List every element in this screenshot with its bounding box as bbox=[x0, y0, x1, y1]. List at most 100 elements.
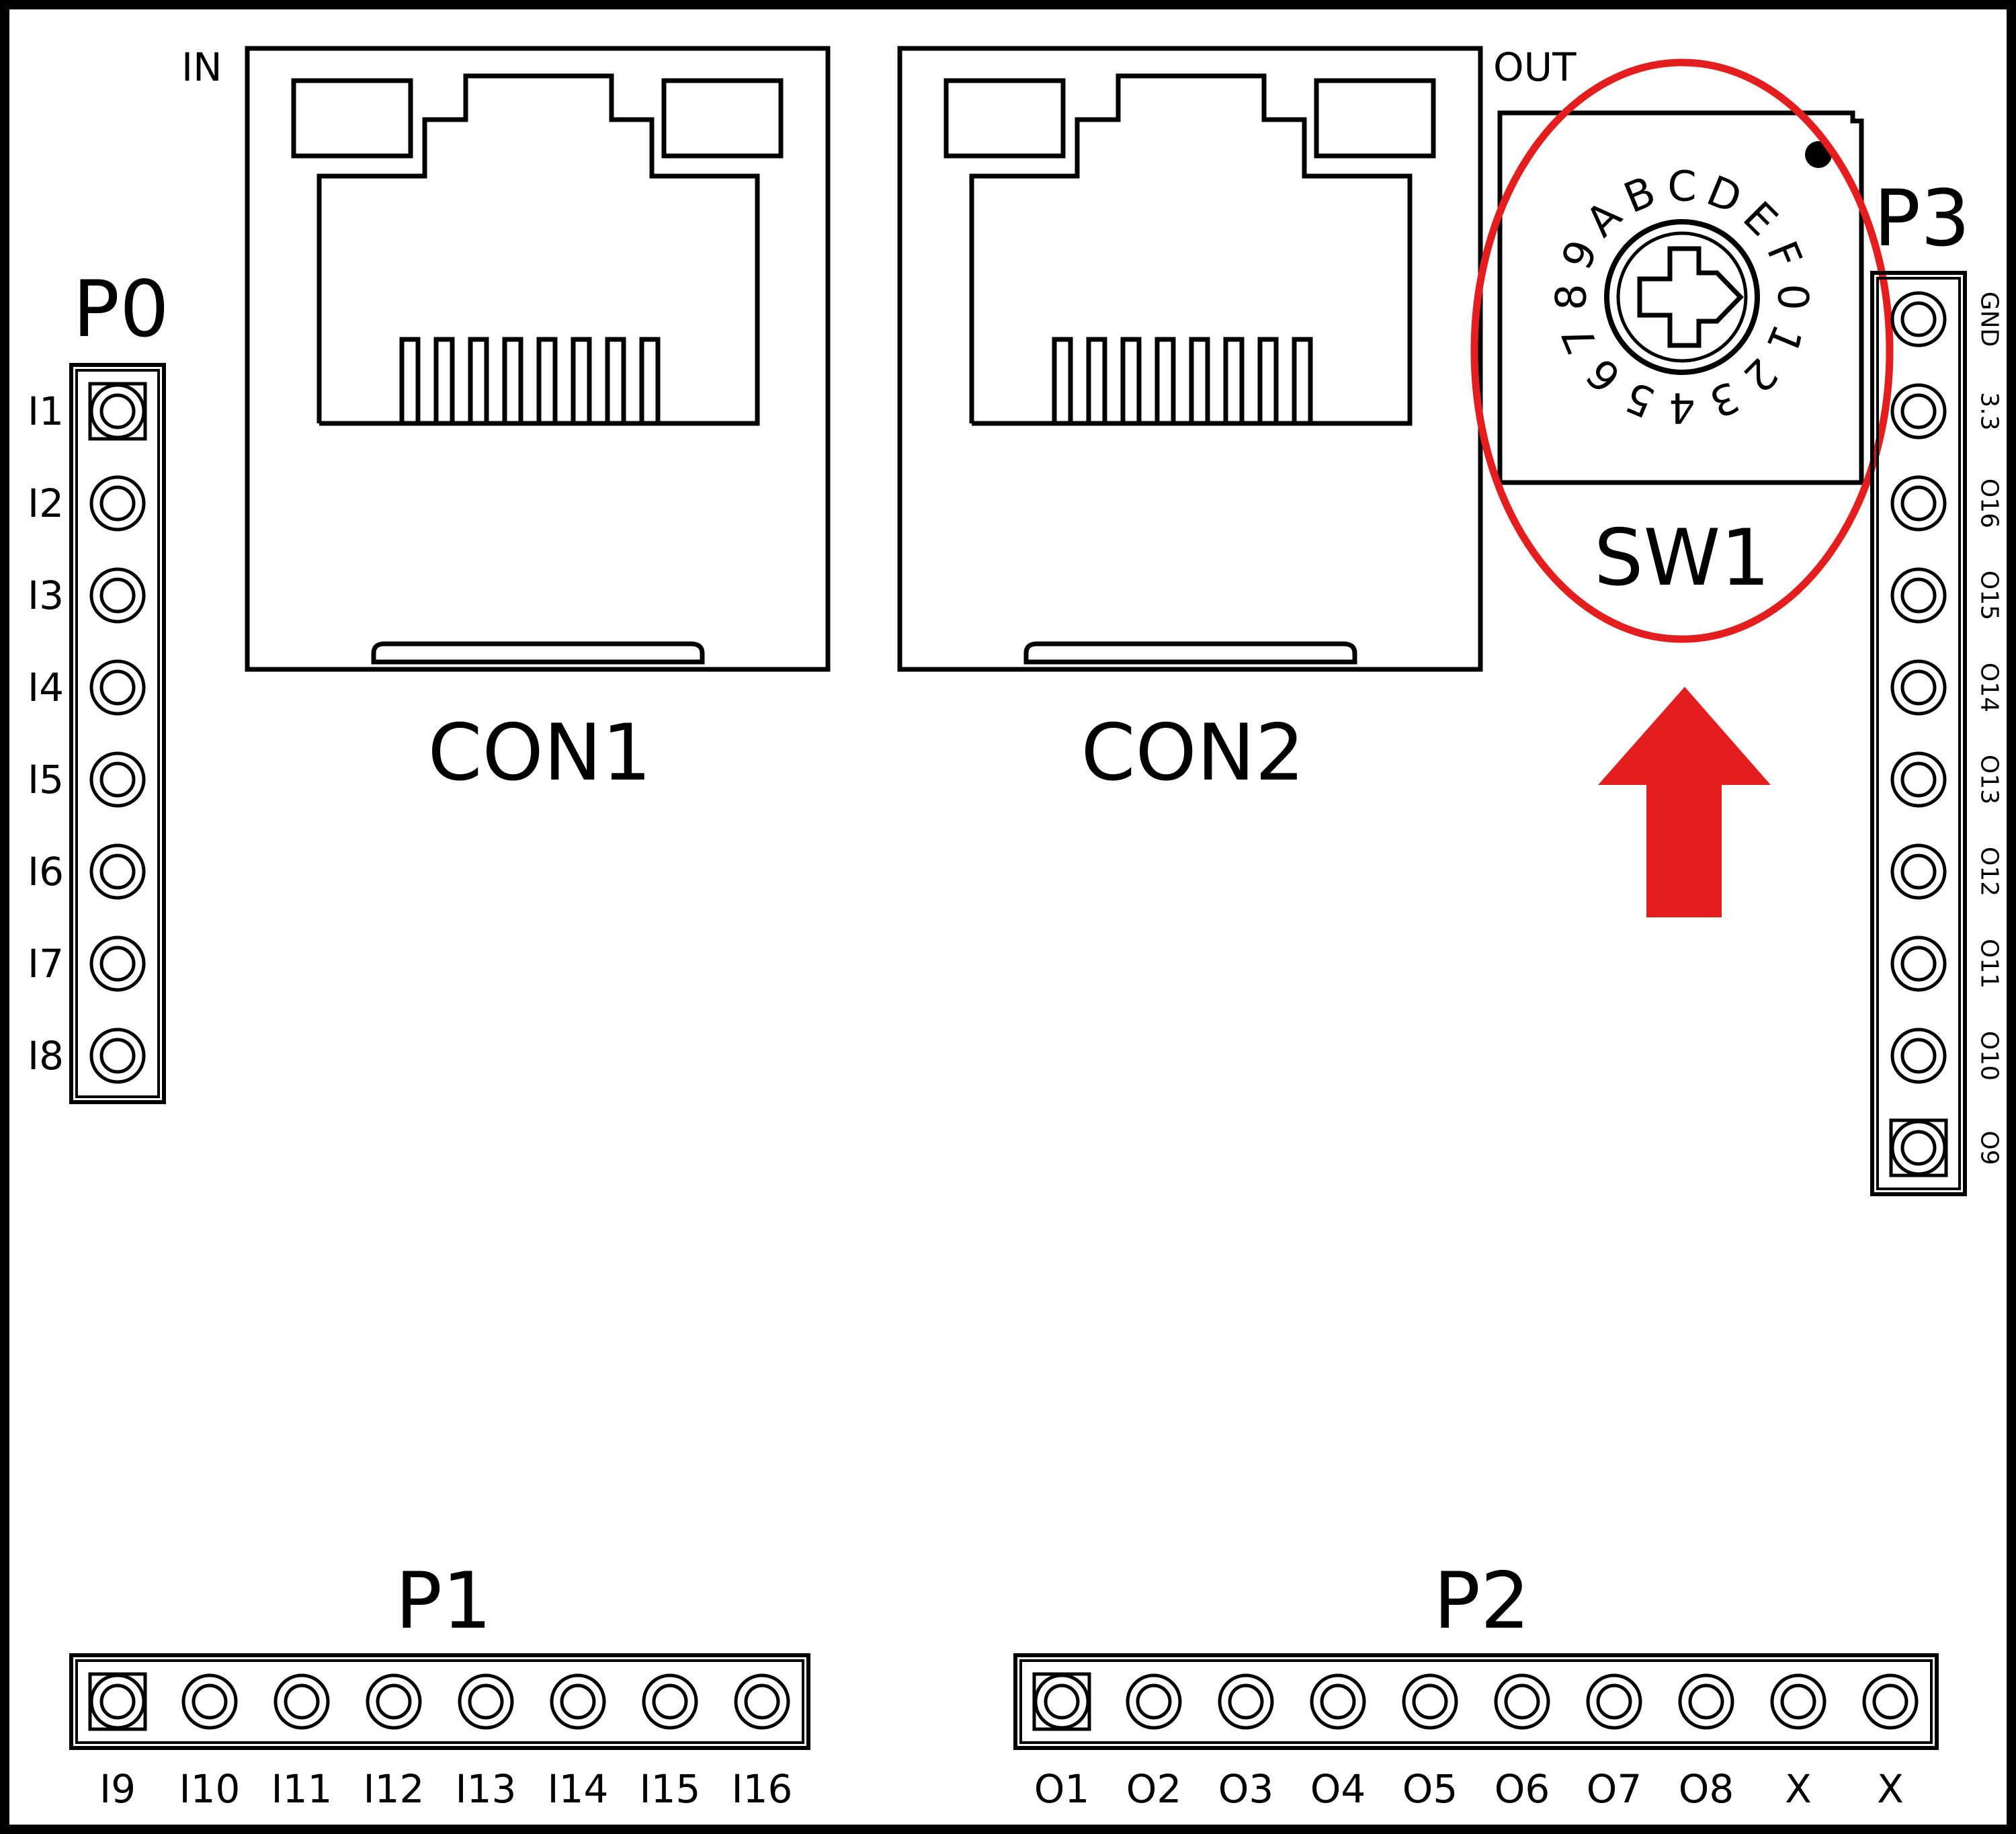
contact-pin bbox=[1257, 337, 1279, 423]
pin-label: I12 bbox=[364, 1766, 425, 1812]
pin-pad bbox=[274, 1673, 330, 1730]
pin-pad bbox=[1890, 843, 1947, 900]
highlight-ellipse bbox=[1470, 58, 1894, 643]
pin-label: 3.3 bbox=[1976, 392, 2003, 430]
contact-pin bbox=[502, 337, 523, 423]
header-body bbox=[69, 363, 166, 1104]
pin-hole bbox=[1900, 1130, 1937, 1166]
con2-connector bbox=[897, 46, 1483, 672]
contact-pin bbox=[1154, 337, 1176, 423]
pin-pad bbox=[89, 567, 146, 624]
header-body bbox=[1870, 271, 1967, 1196]
pin-hole bbox=[1688, 1683, 1724, 1720]
dial-char: 4 bbox=[1669, 384, 1695, 433]
contact-pin bbox=[433, 337, 455, 423]
pin-pad bbox=[89, 935, 146, 992]
con2-tag: OUT bbox=[1493, 44, 1577, 90]
pin-hole bbox=[560, 1683, 596, 1720]
pin-pad bbox=[1890, 1120, 1947, 1176]
pin-hole bbox=[99, 853, 136, 890]
pin-label: O6 bbox=[1495, 1766, 1550, 1812]
pin-hole bbox=[1320, 1683, 1356, 1720]
pin-pad bbox=[1890, 567, 1947, 624]
pin-pad bbox=[181, 1673, 238, 1730]
header-body bbox=[69, 1653, 810, 1750]
pin-pad bbox=[1218, 1673, 1274, 1730]
pin-hole bbox=[99, 577, 136, 614]
p0-label: P0 bbox=[73, 264, 169, 355]
dial-char: 8 bbox=[1547, 284, 1596, 310]
pin-hole bbox=[1900, 1038, 1937, 1074]
con1-tag: IN bbox=[181, 44, 222, 90]
pin-hole bbox=[1412, 1683, 1448, 1720]
p3-label: P3 bbox=[1874, 173, 1970, 264]
pin-hole bbox=[1900, 393, 1937, 429]
contact-pin bbox=[399, 337, 421, 423]
pin-pad bbox=[734, 1673, 790, 1730]
contact-pin bbox=[468, 337, 489, 423]
pin-pad bbox=[89, 843, 146, 900]
contact-pin bbox=[571, 337, 592, 423]
pin-hole bbox=[1044, 1683, 1080, 1720]
pin-hole bbox=[99, 485, 136, 522]
pin-label: I11 bbox=[271, 1766, 333, 1812]
contact-pin bbox=[639, 337, 661, 423]
pin-pad bbox=[1678, 1673, 1734, 1730]
sw1-label: SW1 bbox=[1594, 513, 1770, 603]
p2-label: P2 bbox=[1433, 1556, 1530, 1647]
pin-label: I2 bbox=[28, 481, 64, 526]
pin-label: O14 bbox=[1976, 663, 2003, 712]
pin-pad bbox=[89, 383, 146, 440]
pin-pad bbox=[458, 1673, 514, 1730]
pin-pad bbox=[1890, 383, 1947, 440]
pin-label: O3 bbox=[1218, 1766, 1274, 1812]
pin-hole bbox=[99, 669, 136, 706]
pin-label: O13 bbox=[1976, 755, 2003, 804]
pin-label: I14 bbox=[548, 1766, 609, 1812]
pin-label: O12 bbox=[1976, 847, 2003, 897]
pin-pad bbox=[89, 1673, 146, 1730]
con1-label: CON1 bbox=[428, 708, 652, 798]
pin-hole bbox=[1900, 669, 1937, 706]
contact-pin bbox=[536, 337, 558, 423]
contact-pin bbox=[605, 337, 626, 423]
pin-label: I1 bbox=[28, 388, 64, 434]
pin-hole bbox=[376, 1683, 412, 1720]
pin-hole bbox=[1900, 946, 1937, 982]
pin-hole bbox=[99, 393, 136, 429]
pin-pad bbox=[1310, 1673, 1366, 1730]
dial-char: C bbox=[1667, 162, 1696, 211]
pin-label: O4 bbox=[1310, 1766, 1366, 1812]
header-inner bbox=[1019, 1659, 1933, 1744]
pin-label: GND bbox=[1976, 292, 2003, 347]
contact-pin bbox=[1292, 337, 1313, 423]
pin-hole bbox=[1900, 853, 1937, 890]
pin-hole bbox=[1900, 577, 1937, 614]
pin-pad bbox=[1126, 1673, 1182, 1730]
pin-pad bbox=[1890, 659, 1947, 716]
contact-pin bbox=[1086, 337, 1107, 423]
dial-char: 0 bbox=[1769, 284, 1818, 310]
con2-label: CON2 bbox=[1081, 708, 1305, 798]
pin-label: X bbox=[1785, 1766, 1812, 1812]
pin-pad bbox=[89, 751, 146, 808]
pin-hole bbox=[99, 1683, 136, 1720]
pin-label: I10 bbox=[179, 1766, 241, 1812]
pin-label: I7 bbox=[28, 941, 64, 987]
con1-connector bbox=[245, 46, 831, 672]
pin-pad bbox=[1586, 1673, 1642, 1730]
pin-pad bbox=[1890, 475, 1947, 532]
pin-label: O15 bbox=[1976, 571, 2003, 620]
pin-hole bbox=[1900, 761, 1937, 798]
pin-label: O5 bbox=[1402, 1766, 1458, 1812]
pin-label: I16 bbox=[732, 1766, 793, 1812]
pin-pad bbox=[366, 1673, 422, 1730]
header-body bbox=[1013, 1653, 1939, 1750]
pin-label: I6 bbox=[28, 849, 64, 894]
pin-pad bbox=[1862, 1673, 1919, 1730]
pin-hole bbox=[1872, 1683, 1908, 1720]
